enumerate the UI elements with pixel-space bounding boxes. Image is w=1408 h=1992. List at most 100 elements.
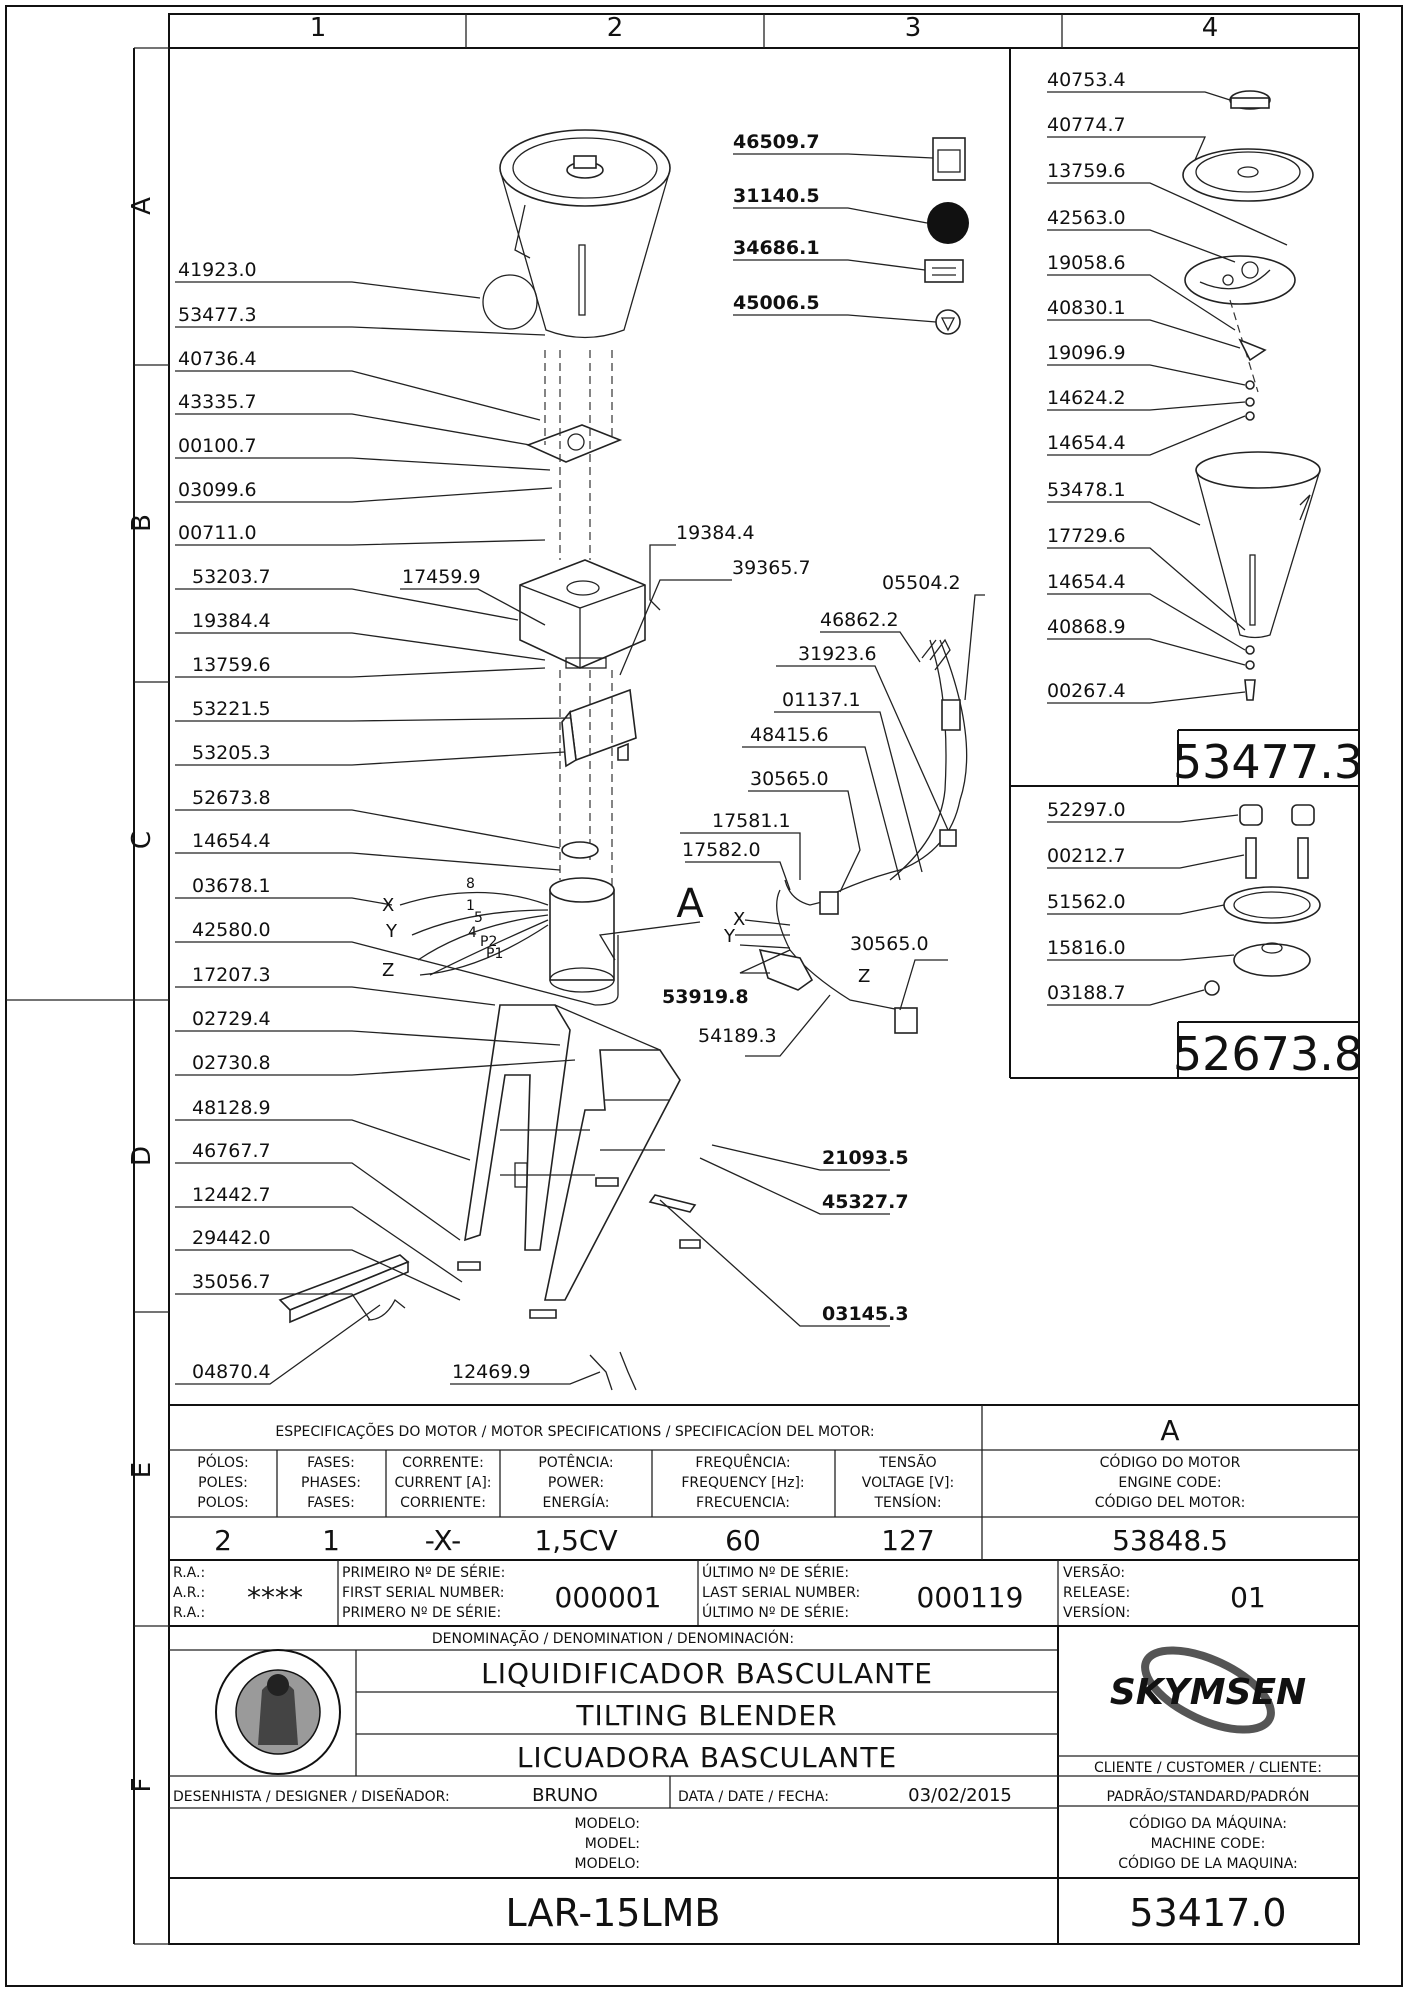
grid-col-3: 3 (905, 13, 922, 43)
labels-stickers-drawing (924, 137, 969, 335)
part-label: 31923.6 (798, 643, 877, 665)
part-label: 02729.4 (192, 1008, 271, 1030)
grid-column-labels: 1 2 3 4 (310, 13, 1219, 43)
grid-row-labels: A B C D E F (127, 197, 157, 1793)
motor-spec-header: ESPECIFICAÇÕES DO MOTOR / MOTOR SPECIFIC… (275, 1423, 874, 1440)
part-label: 12442.7 (192, 1184, 271, 1206)
spec-label-1: PÓLOS: (197, 1453, 248, 1471)
serial-section: R.A.: A.R.: R.A.: **** PRIMEIRO Nº DE SÉ… (173, 1563, 1266, 1621)
part-label: 46862.2 (820, 609, 899, 631)
last-serial-label-1: ÚLTIMO Nº DE SÉRIE: (702, 1563, 849, 1581)
assembly-upper-part-label: 14654.4 (1047, 571, 1126, 593)
part-label: 03678.1 (192, 875, 271, 897)
spec-value: 60 (725, 1524, 761, 1557)
motor-spec-cells: PÓLOS:POLES:POLOS:2FASES:PHASES:FASES:1C… (197, 1453, 1245, 1557)
assembly-upper-part-label: 19058.6 (1047, 252, 1126, 274)
part-label: 17207.3 (192, 964, 271, 986)
date-value: 03/02/2015 (908, 1785, 1012, 1806)
machine-code-label-2: MACHINE CODE: (1151, 1836, 1266, 1852)
grid-row-e: E (127, 1462, 157, 1478)
stand-frame-drawing (464, 1004, 681, 1301)
part-label: 54189.3 (698, 1025, 777, 1047)
part-label: 03145.3 (822, 1303, 909, 1325)
part-label: 30565.0 (750, 768, 829, 790)
assembly-upper-part-label: 42563.0 (1047, 207, 1126, 229)
assembly-upper-part-label: 14654.4 (1047, 432, 1126, 454)
spec-value: 127 (881, 1524, 934, 1557)
spec-value: 1,5CV (534, 1524, 617, 1557)
part-label: 19384.4 (192, 610, 271, 632)
part-label: 19384.4 (676, 522, 755, 544)
assembly-upper-part-label: 14624.2 (1047, 387, 1126, 409)
grid-col-4: 4 (1202, 13, 1219, 43)
spec-label-2: POLES: (198, 1475, 248, 1491)
assembly-upper-part-label: 17729.6 (1047, 525, 1126, 547)
wire-label: 1 (466, 898, 475, 914)
part-label: 53477.3 (178, 304, 257, 326)
ra-label-1: R.A.: (173, 1565, 205, 1581)
spec-label-3: CORRIENTE: (400, 1495, 486, 1511)
part-label: 53203.7 (192, 566, 271, 588)
first-serial-label-1: PRIMEIRO Nº DE SÉRIE: (342, 1564, 505, 1581)
wire-label: Y (385, 921, 398, 942)
electrical-harness-drawing (735, 638, 968, 1034)
brand-logo-text: SKYMSEN (1110, 1672, 1306, 1713)
assembly-lower-drawing (1204, 804, 1321, 996)
version-label-2: RELEASE: (1063, 1585, 1130, 1601)
part-label: 43335.7 (178, 391, 257, 413)
model-label-1: MODELO: (574, 1816, 640, 1832)
denomination-header: DENOMINAÇÃO / DENOMINATION / DENOMINACIÓ… (432, 1629, 794, 1647)
part-label: 21093.5 (822, 1147, 909, 1169)
assembly-upper-part-label: 40774.7 (1047, 114, 1126, 136)
assembly-upper-leaders (1047, 91, 1288, 704)
part-label: 17581.1 (712, 810, 791, 832)
spec-label-2: POWER: (548, 1475, 604, 1491)
motor-base-housing-drawing (519, 559, 646, 669)
assembly-lower-title: 52673.8 (1173, 1027, 1363, 1081)
grid-row-f: F (127, 1778, 157, 1793)
motor-wires-drawing (399, 891, 549, 976)
spec-label-3: FRECUENCIA: (696, 1495, 790, 1511)
assembly-lower-part-label: 51562.0 (1047, 891, 1126, 913)
main-part-labels: 41923.053477.340736.443335.700100.703099… (178, 131, 961, 1383)
wire-label: Z (858, 966, 870, 987)
spec-label-1: CÓDIGO DO MOTOR (1100, 1453, 1241, 1471)
part-label: 46767.7 (192, 1140, 271, 1162)
name-english: TILTING BLENDER (575, 1699, 837, 1732)
assembly-upper-part-label: 53478.1 (1047, 479, 1126, 501)
coupling-plate-drawing (525, 350, 623, 560)
model-label-3: MODELO: (574, 1856, 640, 1872)
motor-bracket-drawing (559, 670, 637, 890)
spec-table-lines (169, 1404, 1359, 1944)
machine-code-label-3: CÓDIGO DE LA MAQUINA: (1118, 1854, 1298, 1872)
assembly-upper-drawing (1182, 90, 1321, 701)
feet-and-rail-drawing (278, 1177, 701, 1391)
part-label: 02730.8 (192, 1052, 271, 1074)
first-serial-label-2: FIRST SERIAL NUMBER: (342, 1585, 504, 1601)
motor-spec-detail: A (1160, 1414, 1179, 1447)
spec-value: 53848.5 (1112, 1524, 1228, 1557)
assembly-upper-part-label: 13759.6 (1047, 160, 1126, 182)
part-label: 00711.0 (178, 522, 257, 544)
part-label: 48128.9 (192, 1097, 271, 1119)
last-serial-label-2: LAST SERIAL NUMBER: (702, 1585, 860, 1601)
wire-label: 8 (466, 876, 475, 892)
part-label: 53919.8 (662, 986, 749, 1008)
title-block: DENOMINAÇÃO / DENOMINATION / DENOMINACIÓ… (173, 1629, 1322, 1935)
part-label: 14654.4 (192, 830, 271, 852)
assembly-lower-leaders (1047, 814, 1245, 1006)
main-leader-lines (175, 153, 985, 1385)
spec-label-2: FREQUENCY [Hz]: (681, 1475, 804, 1491)
assembly-upper-frame (1009, 48, 1359, 1079)
customer-label: CLIENTE / CUSTOMER / CLIENTE: (1094, 1760, 1322, 1776)
wire-label: P2 (480, 934, 497, 950)
wire-label: X (733, 909, 745, 930)
authorized-service-seal (215, 1649, 341, 1775)
grid-col-2: 2 (607, 13, 624, 43)
part-label: 05504.2 (882, 572, 961, 594)
part-label: 53221.5 (192, 698, 271, 720)
model-value: LAR-15LMB (506, 1891, 721, 1935)
assembly-upper-part-label: 00267.4 (1047, 680, 1126, 702)
skymsen-logo: SKYMSEN (1110, 1646, 1306, 1734)
